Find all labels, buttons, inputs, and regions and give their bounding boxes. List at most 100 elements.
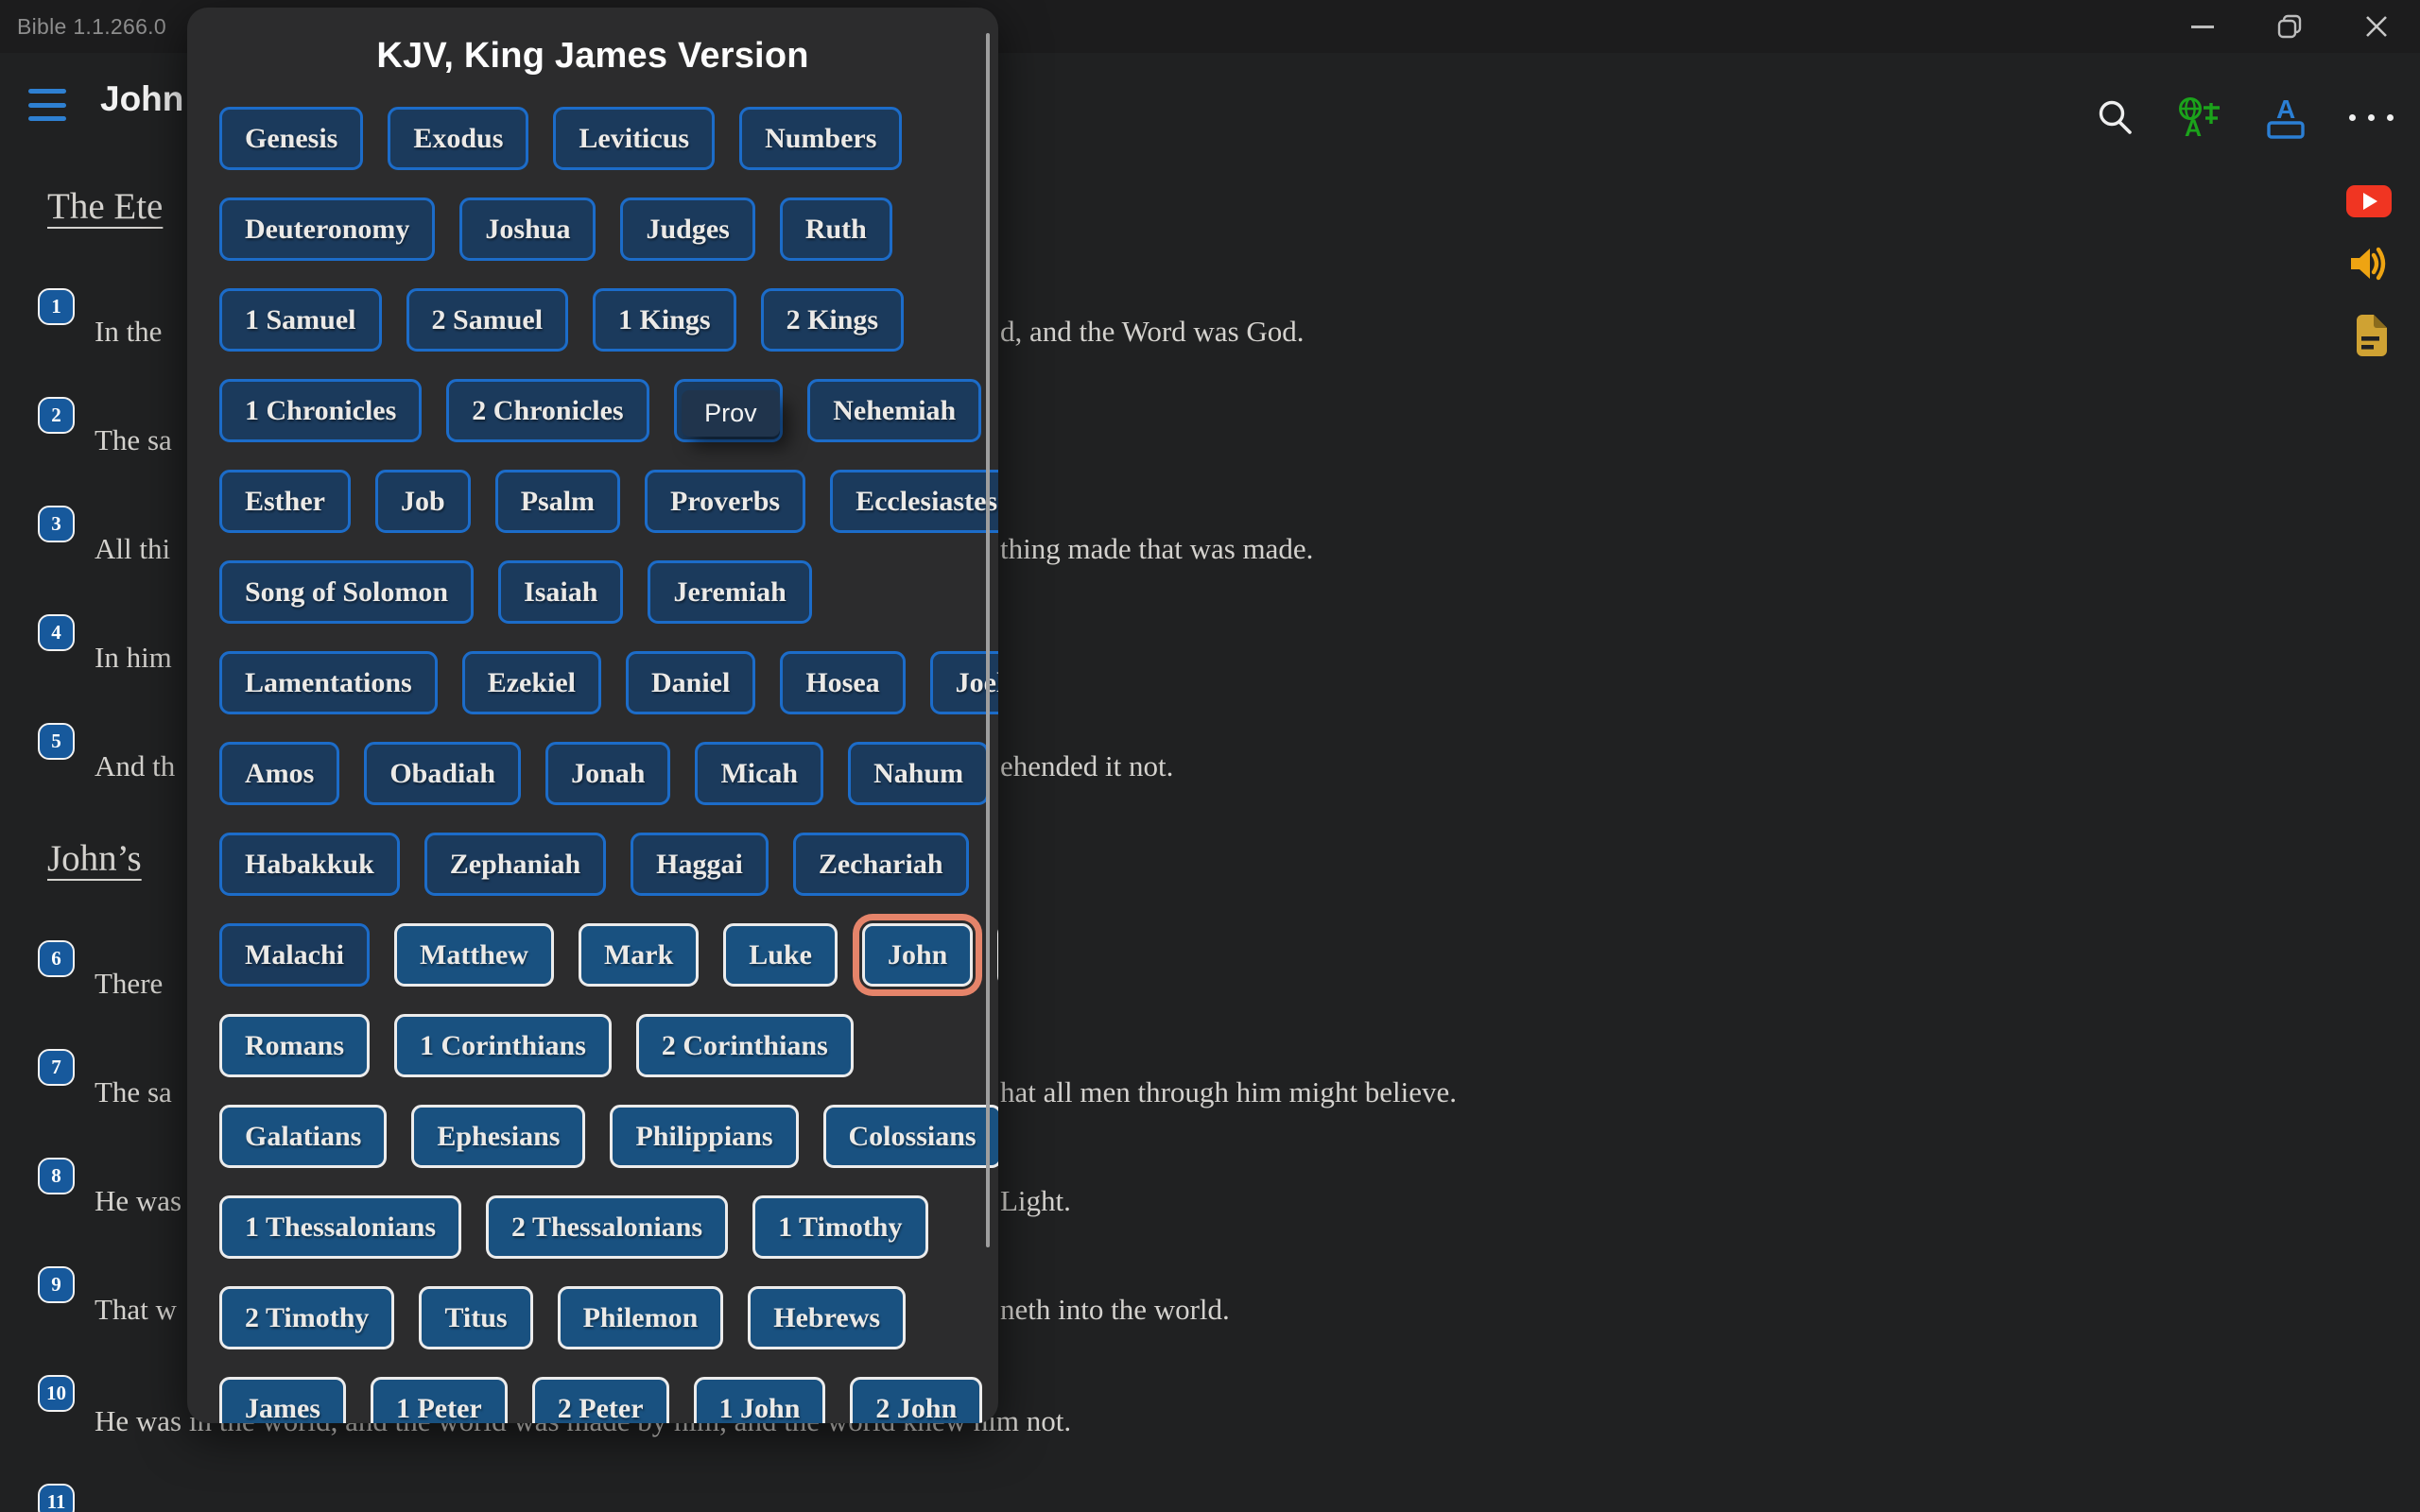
current-book-button[interactable]: John (100, 79, 184, 118)
book-philemon[interactable]: Philemon (557, 1286, 724, 1349)
book-romans[interactable]: Romans (219, 1014, 371, 1077)
restore-button[interactable] (2246, 0, 2333, 53)
book-row: Romans 1 Corinthians 2 Corinthians (219, 1014, 979, 1077)
book-row: Galatians Ephesians Philippians Colossia… (219, 1105, 998, 1168)
book-2-chronicles[interactable]: 2 Chronicles (446, 379, 649, 442)
book-picker-modal: KJV, King James Version Genesis Exodus L… (187, 8, 998, 1423)
book-1-thessalonians[interactable]: 1 Thessalonians (219, 1195, 462, 1259)
book-malachi[interactable]: Malachi (219, 923, 370, 987)
search-icon[interactable] (2096, 98, 2134, 136)
verse-badge[interactable]: 6 (38, 940, 75, 977)
verse-badge[interactable]: 3 (38, 506, 75, 542)
audio-speaker-icon[interactable] (2347, 243, 2391, 287)
book-ephesians[interactable]: Ephesians (411, 1105, 586, 1168)
book-1-kings[interactable]: 1 Kings (593, 288, 736, 352)
document-icon[interactable] (2348, 313, 2390, 361)
youtube-icon[interactable] (2346, 185, 2392, 217)
book-jeremiah[interactable]: Jeremiah (648, 560, 812, 624)
book-ezekiel[interactable]: Ezekiel (461, 651, 601, 714)
book-numbers[interactable]: Numbers (739, 107, 903, 170)
book-row: Amos Obadiah Jonah Micah Nahum (219, 742, 990, 805)
book-isaiah[interactable]: Isaiah (498, 560, 624, 624)
book-ezra[interactable]: Ezra Prov (673, 379, 784, 442)
verse-badge[interactable]: 5 (38, 723, 75, 760)
book-daniel[interactable]: Daniel (626, 651, 756, 714)
minimize-icon (2191, 25, 2214, 28)
book-amos[interactable]: Amos (219, 742, 340, 805)
book-2-corinthians[interactable]: 2 Corinthians (635, 1014, 854, 1077)
book-galatians[interactable]: Galatians (219, 1105, 388, 1168)
book-proverbs[interactable]: Proverbs (645, 470, 806, 533)
book-row: Habakkuk Zephaniah Haggai Zechariah (219, 833, 979, 896)
book-haggai[interactable]: Haggai (631, 833, 769, 896)
font-settings-icon[interactable]: A (2266, 95, 2306, 139)
book-leviticus[interactable]: Leviticus (553, 107, 716, 170)
book-esther[interactable]: Esther (219, 470, 351, 533)
verse-badge[interactable]: 8 (38, 1158, 75, 1194)
more-options-icon[interactable] (2349, 113, 2394, 121)
hamburger-menu-icon[interactable] (28, 89, 66, 121)
book-zephaniah[interactable]: Zephaniah (424, 833, 607, 896)
book-matthew[interactable]: Matthew (394, 923, 554, 987)
verse-badge[interactable]: 10 (38, 1375, 75, 1412)
book-1-samuel[interactable]: 1 Samuel (219, 288, 382, 352)
modal-scrollbar[interactable] (986, 33, 990, 1247)
book-habakkuk[interactable]: Habakkuk (219, 833, 400, 896)
book-titus[interactable]: Titus (419, 1286, 533, 1349)
book-mark[interactable]: Mark (578, 923, 700, 987)
svg-text:A: A (2276, 95, 2295, 124)
translate-icon[interactable]: A (2177, 95, 2222, 139)
book-1-john[interactable]: 1 John (693, 1377, 826, 1423)
book-2-peter[interactable]: 2 Peter (531, 1377, 669, 1423)
verse-text-left: There (95, 967, 164, 1000)
minimize-button[interactable] (2159, 0, 2246, 53)
book-2-samuel[interactable]: 2 Samuel (406, 288, 569, 352)
verse-badge[interactable]: 9 (38, 1266, 75, 1303)
book-genesis[interactable]: Genesis (219, 107, 364, 170)
book-1-corinthians[interactable]: 1 Corinthians (394, 1014, 612, 1077)
book-zechariah[interactable]: Zechariah (792, 833, 969, 896)
verse-badge[interactable]: 11 (38, 1484, 75, 1512)
verse-badge[interactable]: 2 (38, 397, 75, 434)
verse-badge[interactable]: 1 (38, 288, 75, 325)
book-acts[interactable]: Acts (997, 923, 998, 987)
book-2-timothy[interactable]: 2 Timothy (219, 1286, 395, 1349)
book-2-kings[interactable]: 2 Kings (760, 288, 905, 352)
book-philippians[interactable]: Philippians (610, 1105, 799, 1168)
book-luke[interactable]: Luke (723, 923, 838, 987)
book-hosea[interactable]: Hosea (780, 651, 906, 714)
book-job[interactable]: Job (375, 470, 471, 533)
book-deuteronomy[interactable]: Deuteronomy (219, 198, 436, 261)
book-ruth[interactable]: Ruth (779, 198, 892, 261)
verse-text-left: And th (95, 749, 176, 782)
book-hebrews[interactable]: Hebrews (748, 1286, 907, 1349)
book-lamentations[interactable]: Lamentations (219, 651, 438, 714)
book-2-john[interactable]: 2 John (850, 1377, 983, 1423)
book-song-of-solomon[interactable]: Song of Solomon (219, 560, 475, 624)
close-button[interactable] (2333, 0, 2420, 53)
close-icon (2366, 16, 2387, 37)
book-nahum[interactable]: Nahum (848, 742, 990, 805)
book-jonah[interactable]: Jonah (545, 742, 671, 805)
book-nehemiah[interactable]: Nehemiah (807, 379, 982, 442)
book-obadiah[interactable]: Obadiah (364, 742, 522, 805)
book-joshua[interactable]: Joshua (459, 198, 596, 261)
side-toolbar (2346, 185, 2392, 361)
book-james[interactable]: James (219, 1377, 346, 1423)
book-2-thessalonians[interactable]: 2 Thessalonians (486, 1195, 729, 1259)
book-1-peter[interactable]: 1 Peter (370, 1377, 508, 1423)
book-exodus[interactable]: Exodus (388, 107, 529, 170)
book-john-selected[interactable]: John (862, 923, 974, 987)
book-micah[interactable]: Micah (695, 742, 824, 805)
book-row: Genesis Exodus Leviticus Numbers (219, 107, 979, 170)
verse-text-left: That w (95, 1293, 177, 1326)
book-1-chronicles[interactable]: 1 Chronicles (219, 379, 423, 442)
verse-text-left: In the (95, 315, 163, 348)
book-ecclesiastes[interactable]: Ecclesiastes (830, 470, 998, 533)
verse-badge[interactable]: 7 (38, 1049, 75, 1086)
book-colossians[interactable]: Colossians (822, 1105, 998, 1168)
book-psalm[interactable]: Psalm (494, 470, 621, 533)
book-1-timothy[interactable]: 1 Timothy (752, 1195, 928, 1259)
verse-badge[interactable]: 4 (38, 614, 75, 651)
book-judges[interactable]: Judges (620, 198, 755, 261)
